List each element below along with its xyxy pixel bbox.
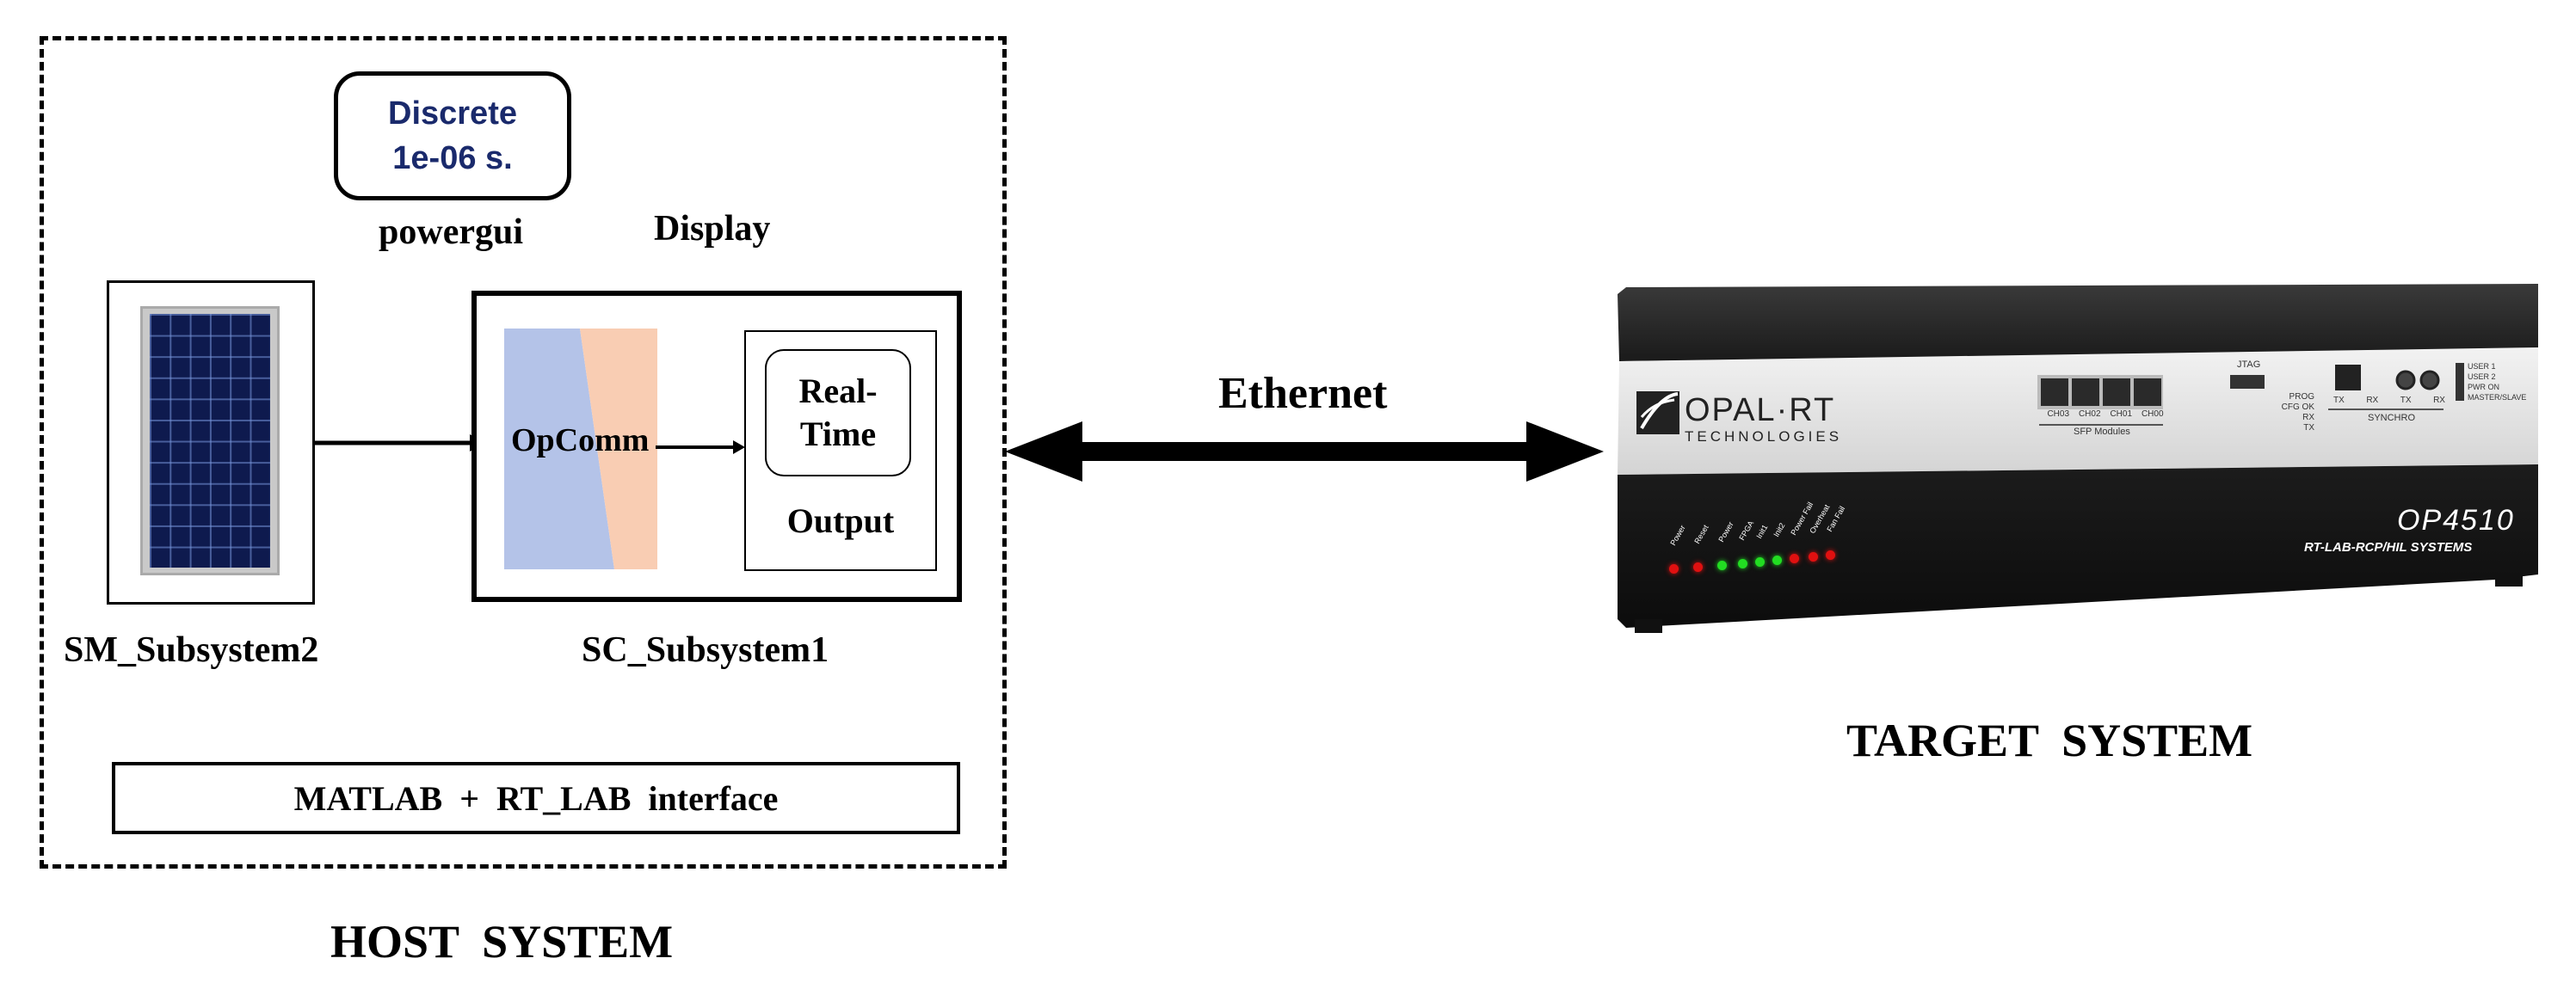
user-2-label: USER 2 <box>2468 372 2496 381</box>
led-8 <box>1826 550 1835 560</box>
sfp-port-ch03: CH03 <box>2047 409 2070 419</box>
output-label: Output <box>786 501 895 540</box>
led-0 <box>1669 564 1679 574</box>
status-tx: TX <box>2303 423 2314 433</box>
arrow-sm-to-sc <box>315 434 485 452</box>
sfp-port-ch00: CH00 <box>2141 409 2164 419</box>
synchro-port-rx2: RX <box>2433 396 2445 405</box>
op4510-chassis <box>1618 284 2538 633</box>
powergui-block[interactable]: Discrete 1e-06 s. <box>334 71 571 200</box>
powergui-sample-time: 1e-06 s. <box>392 140 513 176</box>
powergui-mode: Discrete <box>388 95 517 132</box>
jtag-label: JTAG <box>2237 359 2261 370</box>
led-5 <box>1772 556 1782 565</box>
synchro-port-labels: TX RX TX RX <box>2333 396 2445 405</box>
led-label-3: FPGA <box>1737 519 1756 542</box>
status-cfg-ok: CFG OK <box>2281 402 2314 412</box>
led-2 <box>1717 561 1727 570</box>
sm-subsystem-label: SM_Subsystem2 <box>64 630 319 670</box>
status-labels: PROG CFG OK RX TX <box>2268 392 2314 433</box>
led-7 <box>1809 552 1818 562</box>
sc-subsystem-block[interactable]: OpComm Real- Time Output <box>471 291 962 602</box>
host-system-title: HOST SYSTEM <box>330 916 674 968</box>
led-4 <box>1755 557 1765 567</box>
interface-box: MATLAB + RT_LAB interface <box>112 762 960 834</box>
sfp-port-ch01: CH01 <box>2110 409 2133 419</box>
pv-panel-icon <box>140 306 280 575</box>
sfp-modules-label: SFP Modules <box>2074 427 2130 437</box>
led-6 <box>1790 554 1799 563</box>
opcomm-shape <box>504 329 657 569</box>
user-labels: USER 1 USER 2 PWR ON MASTER/SLAVE <box>2468 361 2526 402</box>
led-label-1: Reset <box>1692 523 1710 545</box>
realtime-line2: Time <box>799 415 877 453</box>
device-model: OP4510 <box>2397 504 2515 537</box>
led-label-2: Power <box>1716 519 1735 544</box>
pv-cells <box>150 314 270 568</box>
user-1-label: USER 1 <box>2468 362 2496 371</box>
led-3 <box>1738 559 1747 568</box>
device-brand-sub: TECHNOLOGIES <box>1685 428 1843 445</box>
device-model-sub: RT-LAB-RCP/HIL SYSTEMS <box>2304 540 2473 555</box>
led-1 <box>1693 562 1703 572</box>
pwr-on-label: PWR ON <box>2468 383 2499 391</box>
powergui-label: powergui <box>379 212 523 252</box>
target-system-title: TARGET SYSTEM <box>1846 715 2253 766</box>
sc-subsystem-label: SC_Subsystem1 <box>582 630 829 670</box>
display-label: Display <box>654 209 771 249</box>
sm-subsystem-block[interactable] <box>107 280 315 605</box>
realtime-block: Real- Time <box>765 349 911 476</box>
led-label-0: Power <box>1668 523 1687 547</box>
ethernet-label: Ethernet <box>1218 369 1388 418</box>
synchro-port-rx1: RX <box>2366 396 2379 405</box>
opcomm-block[interactable]: OpComm <box>504 329 657 569</box>
arrow-opcomm-to-output <box>656 440 745 454</box>
synchro-label: SYNCHRO <box>2368 413 2416 423</box>
opcomm-label: OpComm <box>511 422 650 458</box>
led-label-5: Init2 <box>1772 521 1787 538</box>
ethernet-double-arrow <box>1005 421 1604 482</box>
sfp-port-labels: CH03 CH02 CH01 CH00 <box>2043 409 2168 419</box>
master-slave-label: MASTER/SLAVE <box>2468 393 2527 402</box>
host-system-boundary <box>40 36 1007 869</box>
op4510-device: OPAL·RT TECHNOLOGIES CH03 CH02 CH01 CH00… <box>1600 249 2538 645</box>
status-prog: PROG <box>2289 392 2314 402</box>
led-label-4: Init1 <box>1754 523 1770 540</box>
sfp-port-ch02: CH02 <box>2078 409 2101 419</box>
output-block[interactable]: Real- Time Output <box>744 330 937 571</box>
status-rx: RX <box>2302 413 2314 422</box>
realtime-line1: Real- <box>798 372 878 410</box>
synchro-port-tx2: TX <box>2400 396 2412 405</box>
device-brand: OPAL·RT <box>1685 392 1836 428</box>
synchro-port-tx1: TX <box>2333 396 2345 405</box>
